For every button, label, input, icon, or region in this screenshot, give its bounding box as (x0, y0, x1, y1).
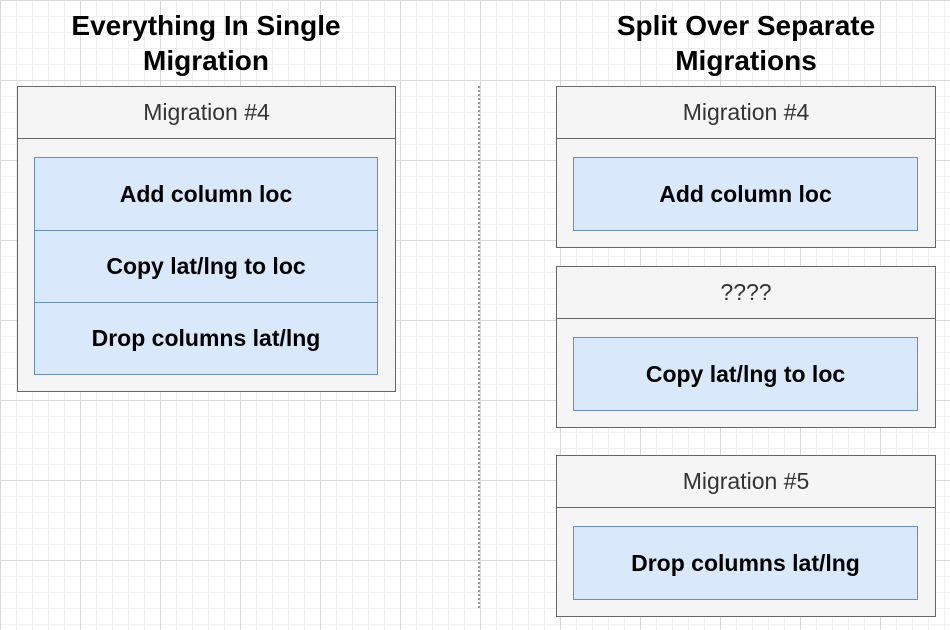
step-label: Drop columns lat/lng (631, 549, 860, 576)
right-panel-heading-text: Split Over Separate Migrations (616, 10, 876, 76)
migration-box-unknown: ???? Copy lat/lng to loc (556, 266, 936, 428)
left-panel-heading: Everything In Single Migration (0, 8, 412, 78)
left-panel-heading-text: Everything In Single Migration (71, 10, 341, 76)
migration-title: Migration #5 (557, 456, 935, 508)
migration-box-single: Migration #4 Add column loc Copy lat/lng… (17, 86, 396, 392)
step-copy-lat-lng: Copy lat/lng to loc (573, 337, 918, 411)
step-label: Add column loc (659, 180, 832, 207)
migration-title: Migration #4 (18, 87, 395, 139)
step-add-column: Add column loc (573, 157, 918, 231)
step-label: Copy lat/lng to loc (645, 360, 846, 387)
migration-title: Migration #4 (557, 87, 935, 139)
step-drop-columns: Drop columns lat/lng (573, 526, 918, 600)
migration-title: ???? (557, 267, 935, 319)
panel-divider (478, 86, 480, 608)
step-drop-columns: Drop columns lat/lng (35, 302, 377, 374)
migration-box-4: Migration #4 Add column loc (556, 86, 936, 248)
step-add-column: Add column loc (119, 180, 293, 207)
right-panel-heading: Split Over Separate Migrations (546, 8, 946, 78)
steps-group: Add column loc Copy lat/lng to loc Drop … (34, 157, 378, 375)
migration-box-5: Migration #5 Drop columns lat/lng (556, 455, 936, 617)
step-copy-lat-lng: Copy lat/lng to loc (35, 230, 377, 302)
